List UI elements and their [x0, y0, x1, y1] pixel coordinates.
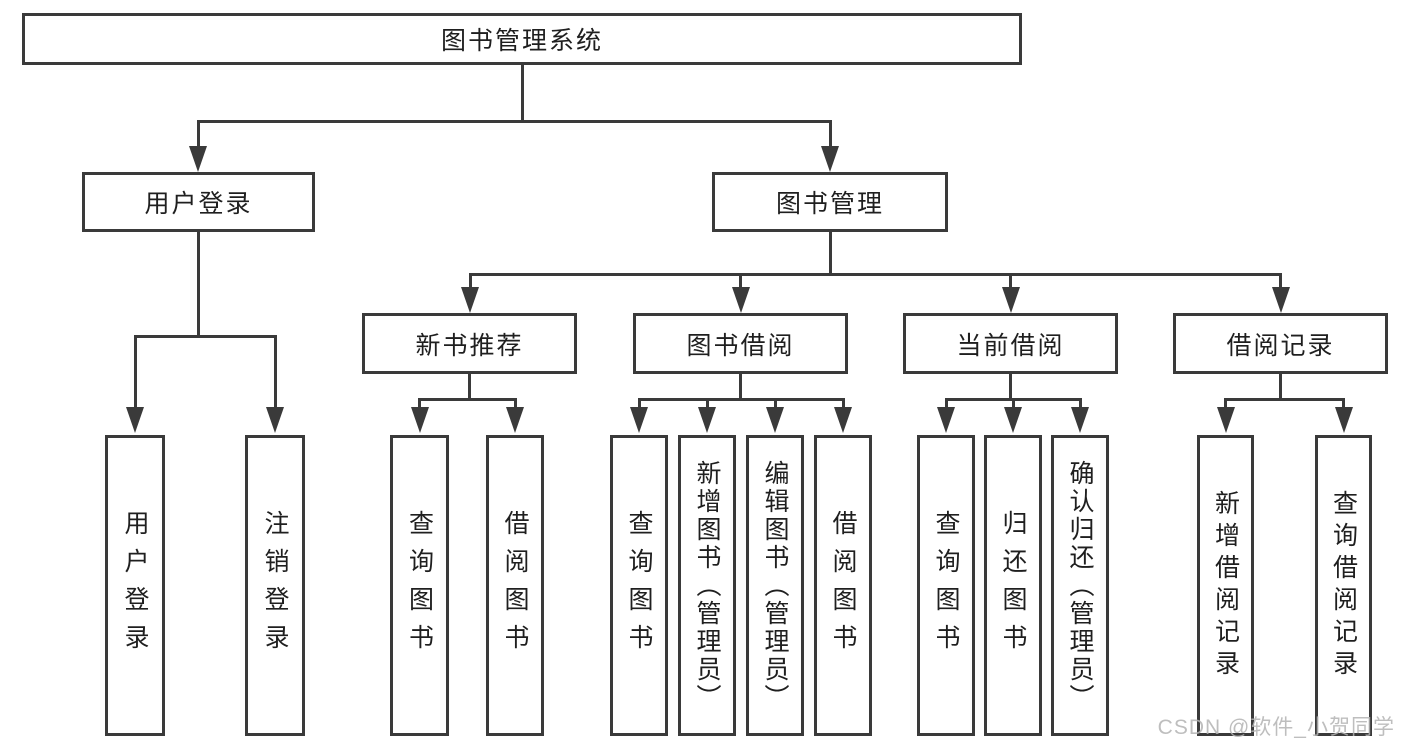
arrow-down-icon: [1004, 407, 1022, 433]
connector-line: [418, 398, 517, 401]
connector-line: [468, 273, 1282, 276]
leaf-records-query-record-label: 查询借阅记录: [1329, 489, 1358, 682]
node-user-login-label: 用户登录: [144, 190, 253, 218]
connector-line: [468, 374, 471, 398]
arrow-down-icon: [1334, 407, 1353, 433]
leaf-borrow-edit-book-label: 编辑图书（管理员）: [761, 459, 789, 712]
leaf-records-add-record-label: 新增借阅记录: [1211, 489, 1240, 682]
leaf-recommend-query-book: 查询图书: [390, 435, 449, 736]
connector-line: [468, 273, 472, 289]
connector-line: [739, 273, 742, 289]
node-new-book-recommend: 新书推荐: [362, 313, 577, 374]
connector-line: [828, 120, 832, 148]
arrow-down-icon: [266, 407, 284, 433]
leaf-borrow-query-book-label: 查询图书: [625, 509, 653, 662]
connector-line: [196, 120, 200, 148]
leaf-recommend-query-book-label: 查询图书: [405, 509, 434, 662]
node-user-login: 用户登录: [82, 172, 315, 232]
connector-line: [1224, 398, 1345, 401]
leaf-records-add-record: 新增借阅记录: [1197, 435, 1254, 736]
connector-line: [739, 374, 742, 398]
connector-line: [1009, 374, 1012, 398]
arrow-down-icon: [506, 407, 524, 433]
leaf-current-query-book: 查询图书: [917, 435, 975, 736]
connector-line: [1279, 374, 1282, 398]
leaf-records-query-record: 查询借阅记录: [1315, 435, 1372, 736]
node-root: 图书管理系统: [22, 13, 1022, 65]
leaf-recommend-borrow-book-label: 借阅图书: [501, 509, 529, 662]
node-borrow-records-label: 借阅记录: [1226, 331, 1335, 360]
connector-line: [133, 335, 277, 338]
connector-line: [196, 232, 200, 335]
connector-line: [705, 398, 709, 409]
leaf-user-login: 用户登录: [105, 435, 165, 736]
arrow-down-icon: [731, 287, 750, 313]
connector-line: [520, 65, 524, 120]
connector-line: [637, 398, 641, 409]
leaf-current-return-book-label: 归还图书: [999, 509, 1027, 662]
arrow-down-icon: [1071, 407, 1089, 433]
connector-line: [418, 398, 421, 409]
node-root-label: 图书管理系统: [440, 27, 603, 55]
node-current-borrow: 当前借阅: [903, 313, 1118, 374]
arrow-down-icon: [189, 146, 207, 172]
connector-line: [828, 232, 832, 273]
node-new-book-recommend-label: 新书推荐: [415, 331, 524, 360]
connector-line: [1011, 398, 1015, 409]
node-borrow-records: 借阅记录: [1173, 313, 1388, 374]
leaf-borrow-add-book: 新增图书（管理员）: [678, 435, 736, 736]
leaf-borrow-borrow-book-label: 借阅图书: [829, 509, 857, 662]
connector-line: [513, 398, 517, 409]
connector-line: [773, 398, 777, 409]
leaf-current-return-book: 归还图书: [984, 435, 1042, 736]
node-current-borrow-label: 当前借阅: [956, 331, 1065, 360]
connector-line: [637, 398, 845, 401]
connector-line: [1078, 398, 1082, 409]
arrow-down-icon: [766, 407, 784, 433]
arrow-down-icon: [126, 407, 144, 433]
leaf-recommend-borrow-book: 借阅图书: [486, 435, 544, 736]
node-book-management-label: 图书管理: [775, 190, 884, 218]
arrow-down-icon: [698, 407, 716, 433]
leaf-borrow-query-book: 查询图书: [610, 435, 668, 736]
connector-line: [1279, 273, 1282, 289]
leaf-current-query-book-label: 查询图书: [932, 509, 960, 662]
leaf-borrow-edit-book: 编辑图书（管理员）: [746, 435, 804, 736]
arrow-down-icon: [1271, 287, 1290, 313]
leaf-logout-label: 注销登录: [261, 509, 289, 662]
arrow-down-icon: [834, 407, 852, 433]
node-book-management: 图书管理: [712, 172, 948, 232]
connector-line: [273, 335, 277, 409]
csdn-watermark: CSDN @软件_小贺同学: [1157, 716, 1395, 739]
connector-line: [1342, 398, 1345, 409]
leaf-current-confirm-return: 确认归还（管理员）: [1051, 435, 1109, 736]
leaf-current-confirm-return-label: 确认归还（管理员）: [1066, 459, 1094, 712]
connector-line: [944, 398, 948, 409]
arrow-down-icon: [630, 407, 648, 433]
arrow-down-icon: [1216, 407, 1235, 433]
connector-line: [1224, 398, 1227, 409]
arrow-down-icon: [821, 146, 839, 172]
connector-line: [196, 120, 831, 123]
node-book-borrow-label: 图书借阅: [686, 331, 795, 360]
connector-line: [841, 398, 845, 409]
leaf-logout: 注销登录: [245, 435, 305, 736]
arrow-down-icon: [410, 407, 429, 433]
node-book-borrow: 图书借阅: [633, 313, 848, 374]
leaf-user-login-label: 用户登录: [121, 509, 149, 662]
connector-line: [133, 335, 137, 409]
connector-line: [1009, 273, 1012, 289]
arrow-down-icon: [461, 287, 479, 313]
leaf-borrow-add-book-label: 新增图书（管理员）: [693, 459, 721, 712]
leaf-borrow-borrow-book: 借阅图书: [814, 435, 872, 736]
arrow-down-icon: [1001, 287, 1020, 313]
arrow-down-icon: [937, 407, 955, 433]
